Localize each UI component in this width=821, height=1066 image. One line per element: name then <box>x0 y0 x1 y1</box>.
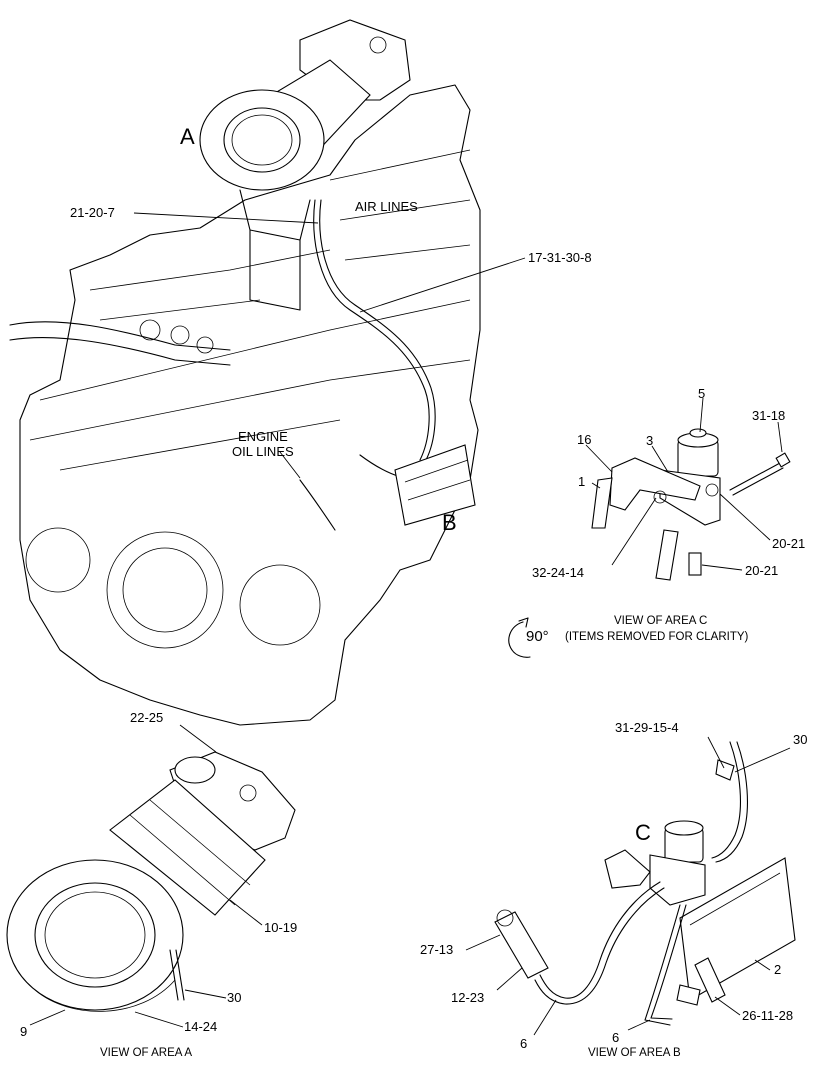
view-area-b <box>494 741 796 1026</box>
callout-c-32-24-14: 32-24-14 <box>532 565 584 580</box>
air-lines-label: AIR LINES <box>355 199 418 214</box>
callout-c-3: 3 <box>646 433 653 448</box>
callout-a-9: 9 <box>20 1024 27 1039</box>
area-a-letter: A <box>180 124 195 149</box>
callout-b-12-23: 12-23 <box>451 990 484 1005</box>
callout-b-2: 2 <box>774 962 781 977</box>
area-c-letter: C <box>635 820 651 845</box>
view-area-a <box>6 751 296 1012</box>
rotate-arrow-icon <box>508 617 531 658</box>
callout-c-20-21-b: 20-21 <box>745 563 778 578</box>
area-b-letter: B <box>442 510 457 535</box>
callout-b-27-13: 27-13 <box>420 942 453 957</box>
view-area-c-caption: VIEW OF AREA C <box>614 615 707 627</box>
callout-b-6-b: 6 <box>612 1030 619 1045</box>
callout-a-22-25: 22-25 <box>130 710 163 725</box>
oil-lines-label: OIL LINES <box>232 444 294 459</box>
callout-c-16: 16 <box>577 432 591 447</box>
callout-17-31-30-8: 17-31-30-8 <box>528 250 592 265</box>
view-area-b-caption: VIEW OF AREA B <box>588 1047 681 1059</box>
callout-c-20-21-a: 20-21 <box>772 536 805 551</box>
callout-c-5: 5 <box>698 386 705 401</box>
callout-a-10-19: 10-19 <box>264 920 297 935</box>
view-area-c <box>591 428 791 581</box>
callout-a-14-24: 14-24 <box>184 1019 217 1034</box>
items-removed-note: (ITEMS REMOVED FOR CLARITY) <box>565 631 749 643</box>
callout-b-30: 30 <box>793 732 807 747</box>
callout-c-1: 1 <box>578 474 585 489</box>
callout-c-31-18: 31-18 <box>752 408 785 423</box>
view-area-a-caption: VIEW OF AREA A <box>100 1047 192 1059</box>
engine-label: ENGINE <box>238 429 288 444</box>
callout-b-31-29-15-4: 31-29-15-4 <box>615 720 679 735</box>
engine-main-view <box>9 19 481 726</box>
callout-b-26-11-28: 26-11-28 <box>742 1008 793 1023</box>
exhaust-valve-main <box>199 19 411 311</box>
rotate-90-label: 90° <box>526 628 549 645</box>
callout-b-6-a: 6 <box>520 1036 527 1051</box>
callout-a-30: 30 <box>227 990 241 1005</box>
callout-21-20-7: 21-20-7 <box>70 205 115 220</box>
